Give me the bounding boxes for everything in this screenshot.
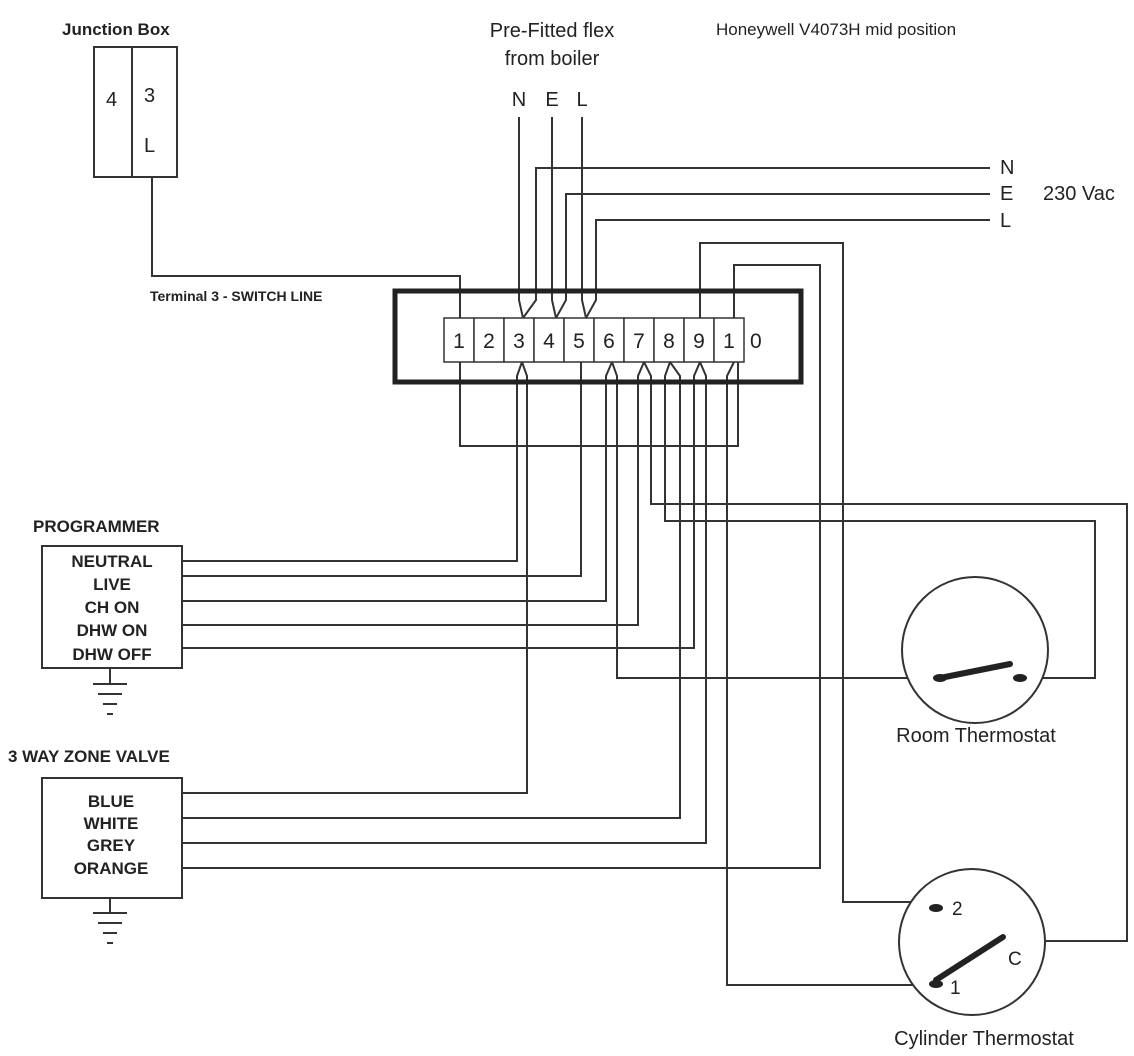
flex-e-label: E [545,89,558,111]
cylinder-thermostat-tc: C [1008,949,1022,970]
zone-valve-earth-icon [93,898,127,944]
zone-valve-box [41,777,183,899]
zone-valve-row-blue: BLUE [88,792,134,811]
terminal-2-label: 2 [483,330,495,353]
supply-voltage-label: 230 Vac [1043,183,1115,205]
terminal-9 [683,317,715,363]
terminal-10 [713,317,745,363]
wire-prog-neutral [182,361,523,562]
cylinder-thermostat-t1: 1 [950,978,961,999]
flex-title-line1: Pre-Fitted flex [490,20,614,42]
programmer-row-dhw-on: DHW ON [77,621,148,640]
wire-switch-line [151,177,461,318]
room-thermostat-switch-icon [937,661,1013,681]
cylinder-thermostat-body [898,868,1046,1016]
supply-e-label: E [1000,183,1013,205]
flex-title-line2: from boiler [505,48,600,70]
wire-valve-blue [182,361,528,794]
flex-n-label: N [512,89,526,111]
junction-box-frame [93,46,178,178]
room-thermostat: Room Thermostat [896,576,1056,747]
terminal-10-label: 1 [723,330,735,353]
terminal-1-label: 1 [453,330,465,353]
zone-valve-label: 3 WAY ZONE VALVE [8,747,170,766]
wire-prog-dhw-off [182,361,701,649]
wire-valve-white [182,361,681,819]
terminal-7 [623,317,655,363]
room-thermostat-body [901,576,1049,724]
room-thermostat-contact-b [1013,674,1027,682]
supply-n-label: N [1000,157,1014,179]
wire-flex-l [581,117,587,319]
terminal-4 [533,317,565,363]
supply-l-label: L [1000,210,1011,232]
wire-prog-live [182,362,582,577]
terminal-5 [563,317,595,363]
terminal-strip-label: Terminal 3 - SWITCH LINE [150,288,322,304]
terminal-5-label: 5 [573,330,585,353]
terminal-7-label: 7 [633,330,645,353]
cylinder-thermostat-contact-1 [929,980,943,988]
cylinder-thermostat-label: Cylinder Thermostat [894,1028,1074,1050]
room-thermostat-label: Room Thermostat [896,725,1056,747]
cylinder-thermostat-t2: 2 [952,899,963,920]
terminal-6-label: 6 [603,330,615,353]
terminal-trailing-label: 0 [750,330,762,353]
junction-cell-3: 3 [144,85,155,107]
wire-prog-dhw-on [182,361,645,626]
programmer-label: PROGRAMMER [33,517,160,536]
terminal-2 [473,317,505,363]
wire-supply-l [585,219,990,319]
terminal-strip: Terminal 3 - SWITCH LINE 1 2 3 4 5 6 7 8… [150,288,804,385]
cylinder-thermostat: 2 1 C Cylinder Thermostat [894,868,1074,1050]
wire-supply-n [522,167,990,319]
wire-cyl-stat-c [643,361,1128,942]
terminal-4-label: 4 [543,330,555,353]
wire-supply-e [555,193,990,319]
diagram-title: Honeywell V4073H mid position [716,20,956,39]
terminal-3-label: 3 [513,330,525,353]
wire-valve-grey [182,361,707,844]
wire-cyl-stat-1 [726,361,930,986]
wire-flex-n [518,117,524,319]
terminal-8-label: 8 [663,330,675,353]
zone-valve-row-grey: GREY [87,836,136,855]
wire-t9-cyl-2 [699,242,930,903]
terminal-strip-frame [392,288,804,385]
supply-labels: N E L 230 Vac [1000,157,1115,232]
junction-cell-4: 4 [106,89,117,111]
junction-box: Junction Box 4 3 L [62,20,178,178]
wire-bridge-1-10 [459,362,739,447]
programmer-row-neutral: NEUTRAL [71,552,152,571]
cylinder-thermostat-contact-2 [929,904,943,912]
programmer-row-live: LIVE [93,575,131,594]
programmer-row-ch-on: CH ON [85,598,140,617]
junction-box-label: Junction Box [62,20,170,39]
terminal-1 [443,317,475,363]
programmer: PROGRAMMER NEUTRAL LIVE CH ON DHW ON DHW… [33,517,183,715]
zone-valve: 3 WAY ZONE VALVE BLUE WHITE GREY ORANGE [8,747,183,944]
wire-room-stat-a [611,361,940,679]
terminal-6 [593,317,625,363]
programmer-box [41,545,183,669]
wire-prog-ch-on [182,361,613,602]
flex-l-label: L [576,89,587,111]
room-thermostat-contact-a [933,674,947,682]
wire-room-stat-b [664,361,1096,679]
zone-valve-row-orange: ORANGE [74,859,149,878]
programmer-row-dhw-off: DHW OFF [72,645,151,664]
cylinder-thermostat-switch-icon [933,934,1006,983]
terminal-9-label: 9 [693,330,705,353]
programmer-earth-icon [93,668,127,715]
flex-labels: Pre-Fitted flex from boiler N E L [490,20,614,111]
wire-flex-e [551,117,557,319]
junction-cell-l: L [144,135,155,157]
zone-valve-row-white: WHITE [84,814,139,833]
wire-t10-orange [182,264,821,869]
wires [151,117,1128,986]
